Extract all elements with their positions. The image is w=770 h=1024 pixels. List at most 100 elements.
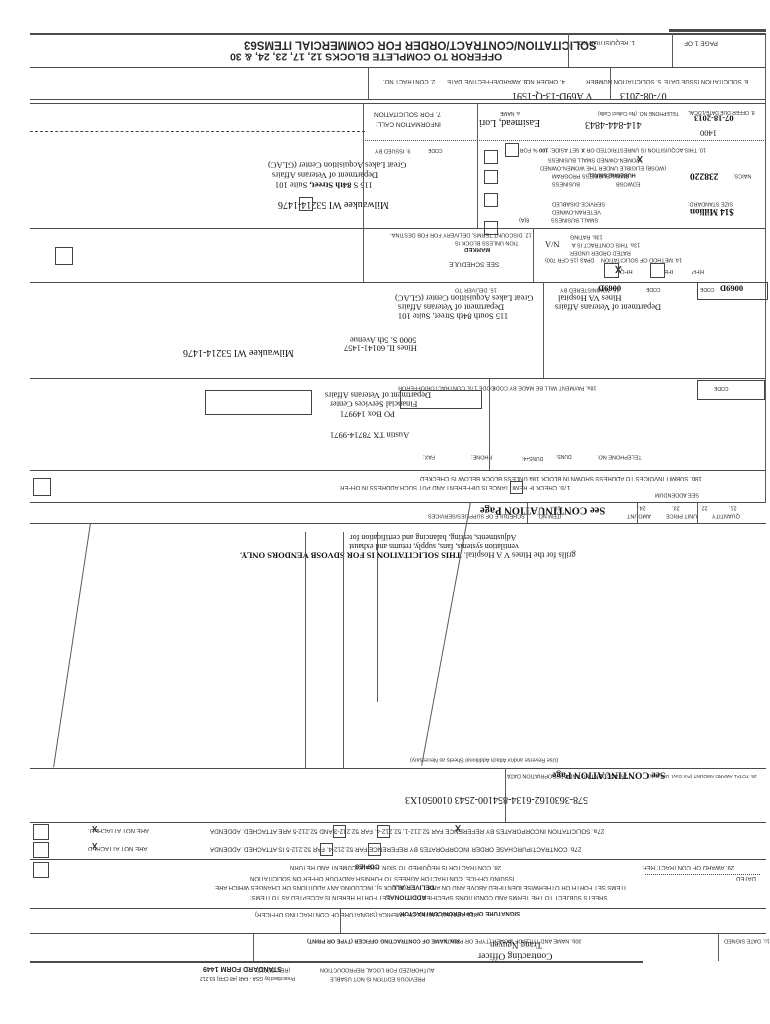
label-marked: MARKED — [464, 246, 491, 252]
label-method-of-solicitation: 14. METHOD OF SOLICITATION — [601, 256, 683, 263]
label-page-of: PAGE 1 OF — [684, 39, 718, 47]
v-block9-right — [477, 103, 478, 228]
label-see-addendum: SEE ADDENDUM — [655, 491, 700, 498]
v-block9-left — [363, 103, 364, 282]
line-acquisition-setaside-part: SET ASIDE: — [548, 146, 580, 153]
label-22: 22. — [700, 504, 708, 511]
label-24: 24. — [638, 504, 646, 511]
value-description-1: Adjustments, testing, balancing and cert… — [350, 533, 517, 542]
v-row2-left — [368, 67, 369, 100]
line-acquisition-setaside-part: 10. THIS ACQUISITION IS — [639, 146, 707, 153]
label-contract-no: 2. CONTRACT NO. — [383, 78, 436, 84]
checkbox-27b-left — [33, 842, 49, 858]
value-admin-2: Department of Veterans Affairs — [398, 302, 505, 313]
label-wosb-1: WOMEN-OWNED SMALL BUSINESS — [548, 156, 642, 163]
label-service-disabled: SERVICE-DISABLED — [552, 200, 606, 207]
value-admin-1: Great Lakes Acquisition Center (GLAC) — [395, 293, 534, 304]
v-row2-mid — [610, 67, 611, 100]
checkbox-unrestricted — [505, 143, 519, 157]
label-unit-price: UNIT PRICE — [666, 512, 698, 519]
line-acquisition-setaside-part: 100 — [539, 146, 549, 153]
value-deliver-1: Hines VA Hospital — [558, 293, 622, 304]
label-29-your-offer: YOUR OFFER ON SOLICITATION — [250, 875, 343, 881]
value-admin-3: 115 South 84th Street, Suite 101 — [398, 311, 509, 322]
label-quantity: QUANTITY — [712, 512, 740, 519]
form-title: SOLICITATION/CONTRACT/ORDER FOR COMMERCI… — [244, 38, 597, 51]
checkbox-ifb — [650, 263, 665, 278]
checkbox-rfq — [604, 263, 619, 278]
v-30b-right — [718, 933, 719, 961]
value-issued-by-3: 115 S 84th Street, Suite 101 — [275, 180, 373, 191]
label-26-total-award: 26. TOTAL AWARD AMOUNT (For Govt. Use On… — [648, 772, 757, 778]
value-accounting-data: 578-3630162-6134-854100-2543 0100501X3 — [405, 794, 589, 805]
rule-row27 — [30, 822, 766, 823]
v-right-border — [765, 33, 766, 503]
label-issued-by: 9. ISSUED BY — [375, 147, 411, 154]
value-see-schedule: SEE SCHEDULE — [449, 260, 500, 268]
label-27a: 27a. SOLICITATION INCORPORATES BY REFERE… — [210, 827, 605, 835]
label-28: 28. CONTRACTOR IS REQUIRED TO SIGN THIS … — [290, 864, 502, 870]
checkbox-27a-inline-2 — [377, 825, 390, 838]
value-poc-name: Easimead, Lori — [479, 117, 541, 128]
code-box-18a — [697, 380, 765, 400]
value-admin-code-mid: 0069D — [598, 283, 622, 294]
label-28-copies: COPIES — [355, 862, 380, 870]
checkbox-hubzone — [484, 170, 498, 184]
value-co-name: Trang Nguyen — [490, 940, 542, 950]
label-ifb: IFB — [664, 268, 674, 274]
label-27a-are-not-attached: ARE NOT ATTACHED. — [88, 827, 150, 833]
footer-previous-edition: PREVIOUS EDITION IS NOT USABLE — [330, 975, 426, 982]
label-duns: DUNS: — [556, 453, 572, 459]
label-naics: NAICS: — [733, 172, 752, 179]
mark-sdvosb-x: X — [637, 154, 644, 164]
label-schedule-supplies: SCHEDULE OF SUPPLIES/SERVICES — [428, 512, 525, 519]
v-head-2 — [637, 502, 638, 523]
label-25-accounting: 25. ACCOUNTING AND APPROPRIATION DATA — [507, 772, 628, 779]
value-admin-4: Milwaukee WI 53214-1476 — [183, 347, 294, 358]
v-block12 — [533, 228, 534, 282]
rule-bottom-heavy — [30, 961, 643, 963]
v-block17a — [489, 378, 490, 470]
value-issued-by-3-part: 84th Street, — [309, 180, 352, 191]
value-description-2: ventilation systems, fans, supply, retur… — [349, 542, 519, 551]
label-payment-made-by: 18a. PAYMENT WILL BE MADE BY CODE — [492, 384, 597, 391]
line-acquisition-setaside-part: UNRESTRICTED OR — [584, 146, 640, 153]
label-31c-date-signed: 31c. DATE SIGNED — [724, 937, 770, 944]
label-telephone-no-collect: TELEPHONE NO. (No Collect Calls) — [598, 110, 679, 116]
label-contractor-offeror: CODE 17a. CONTRACTOR/OFFEROR — [398, 384, 495, 391]
label-rfp: RFP — [692, 268, 704, 274]
label-27b: 27b. CONTRACT/PURCHASE ORDER INCORPORATE… — [210, 845, 582, 853]
rule-row30b — [30, 933, 766, 934]
v-30b-left — [253, 933, 254, 961]
value-naics: 238220 — [690, 170, 719, 181]
value-description-3-part: grills for the Hines V A Hospital. — [461, 550, 576, 561]
label-29-award: 29. AWARD OF CONTRACT: REF. — [642, 864, 735, 870]
label-fob-2: TION UNLESS BLOCK IS — [455, 239, 519, 246]
label-deliver-to: 15. DELIVER TO — [455, 286, 497, 293]
rule-29-blank — [645, 874, 760, 875]
label-dpas: DPAS (15 CFR 700) — [545, 256, 595, 263]
label-item-no: ITEM NO. — [537, 512, 562, 519]
label-21: 21. — [729, 504, 737, 511]
label-award-date: 3. AWARD/EFFECTIVE DATE — [447, 78, 528, 84]
value-offer-due-date: 07-18-2013 — [694, 113, 734, 124]
form-subtitle: OFFEROR TO COMPLETE BLOCKS 12, 17, 23, 2… — [230, 50, 503, 63]
rule-row28 — [30, 859, 766, 860]
label-23: 23. — [672, 504, 680, 511]
value-issued-by-4: Milwaukee WI 53214-1476 — [278, 199, 389, 210]
checkbox-27a-left — [33, 824, 49, 840]
v-31a — [340, 908, 341, 933]
label-admin-code: CODE — [646, 286, 661, 292]
v-title-1 — [568, 33, 569, 67]
label-rfq: RFQ — [620, 268, 633, 274]
label-requisition-no: 1. REQUISITION NO. — [577, 39, 636, 45]
checkbox-wi-artifact — [299, 197, 313, 211]
v-block15 — [543, 282, 544, 378]
label-8a: 8(A) — [519, 216, 530, 223]
checkbox-27a-inline-1 — [333, 825, 346, 838]
label-28-issuing: ISSUING OFFICE. CONTRACTOR AGREES TO FUR… — [342, 875, 515, 881]
value-deliver-4: Hines IL 60141-1457 — [344, 343, 417, 354]
code-box-17a — [400, 390, 482, 409]
label-information-call: INFORMATION CALL: — [376, 120, 441, 128]
